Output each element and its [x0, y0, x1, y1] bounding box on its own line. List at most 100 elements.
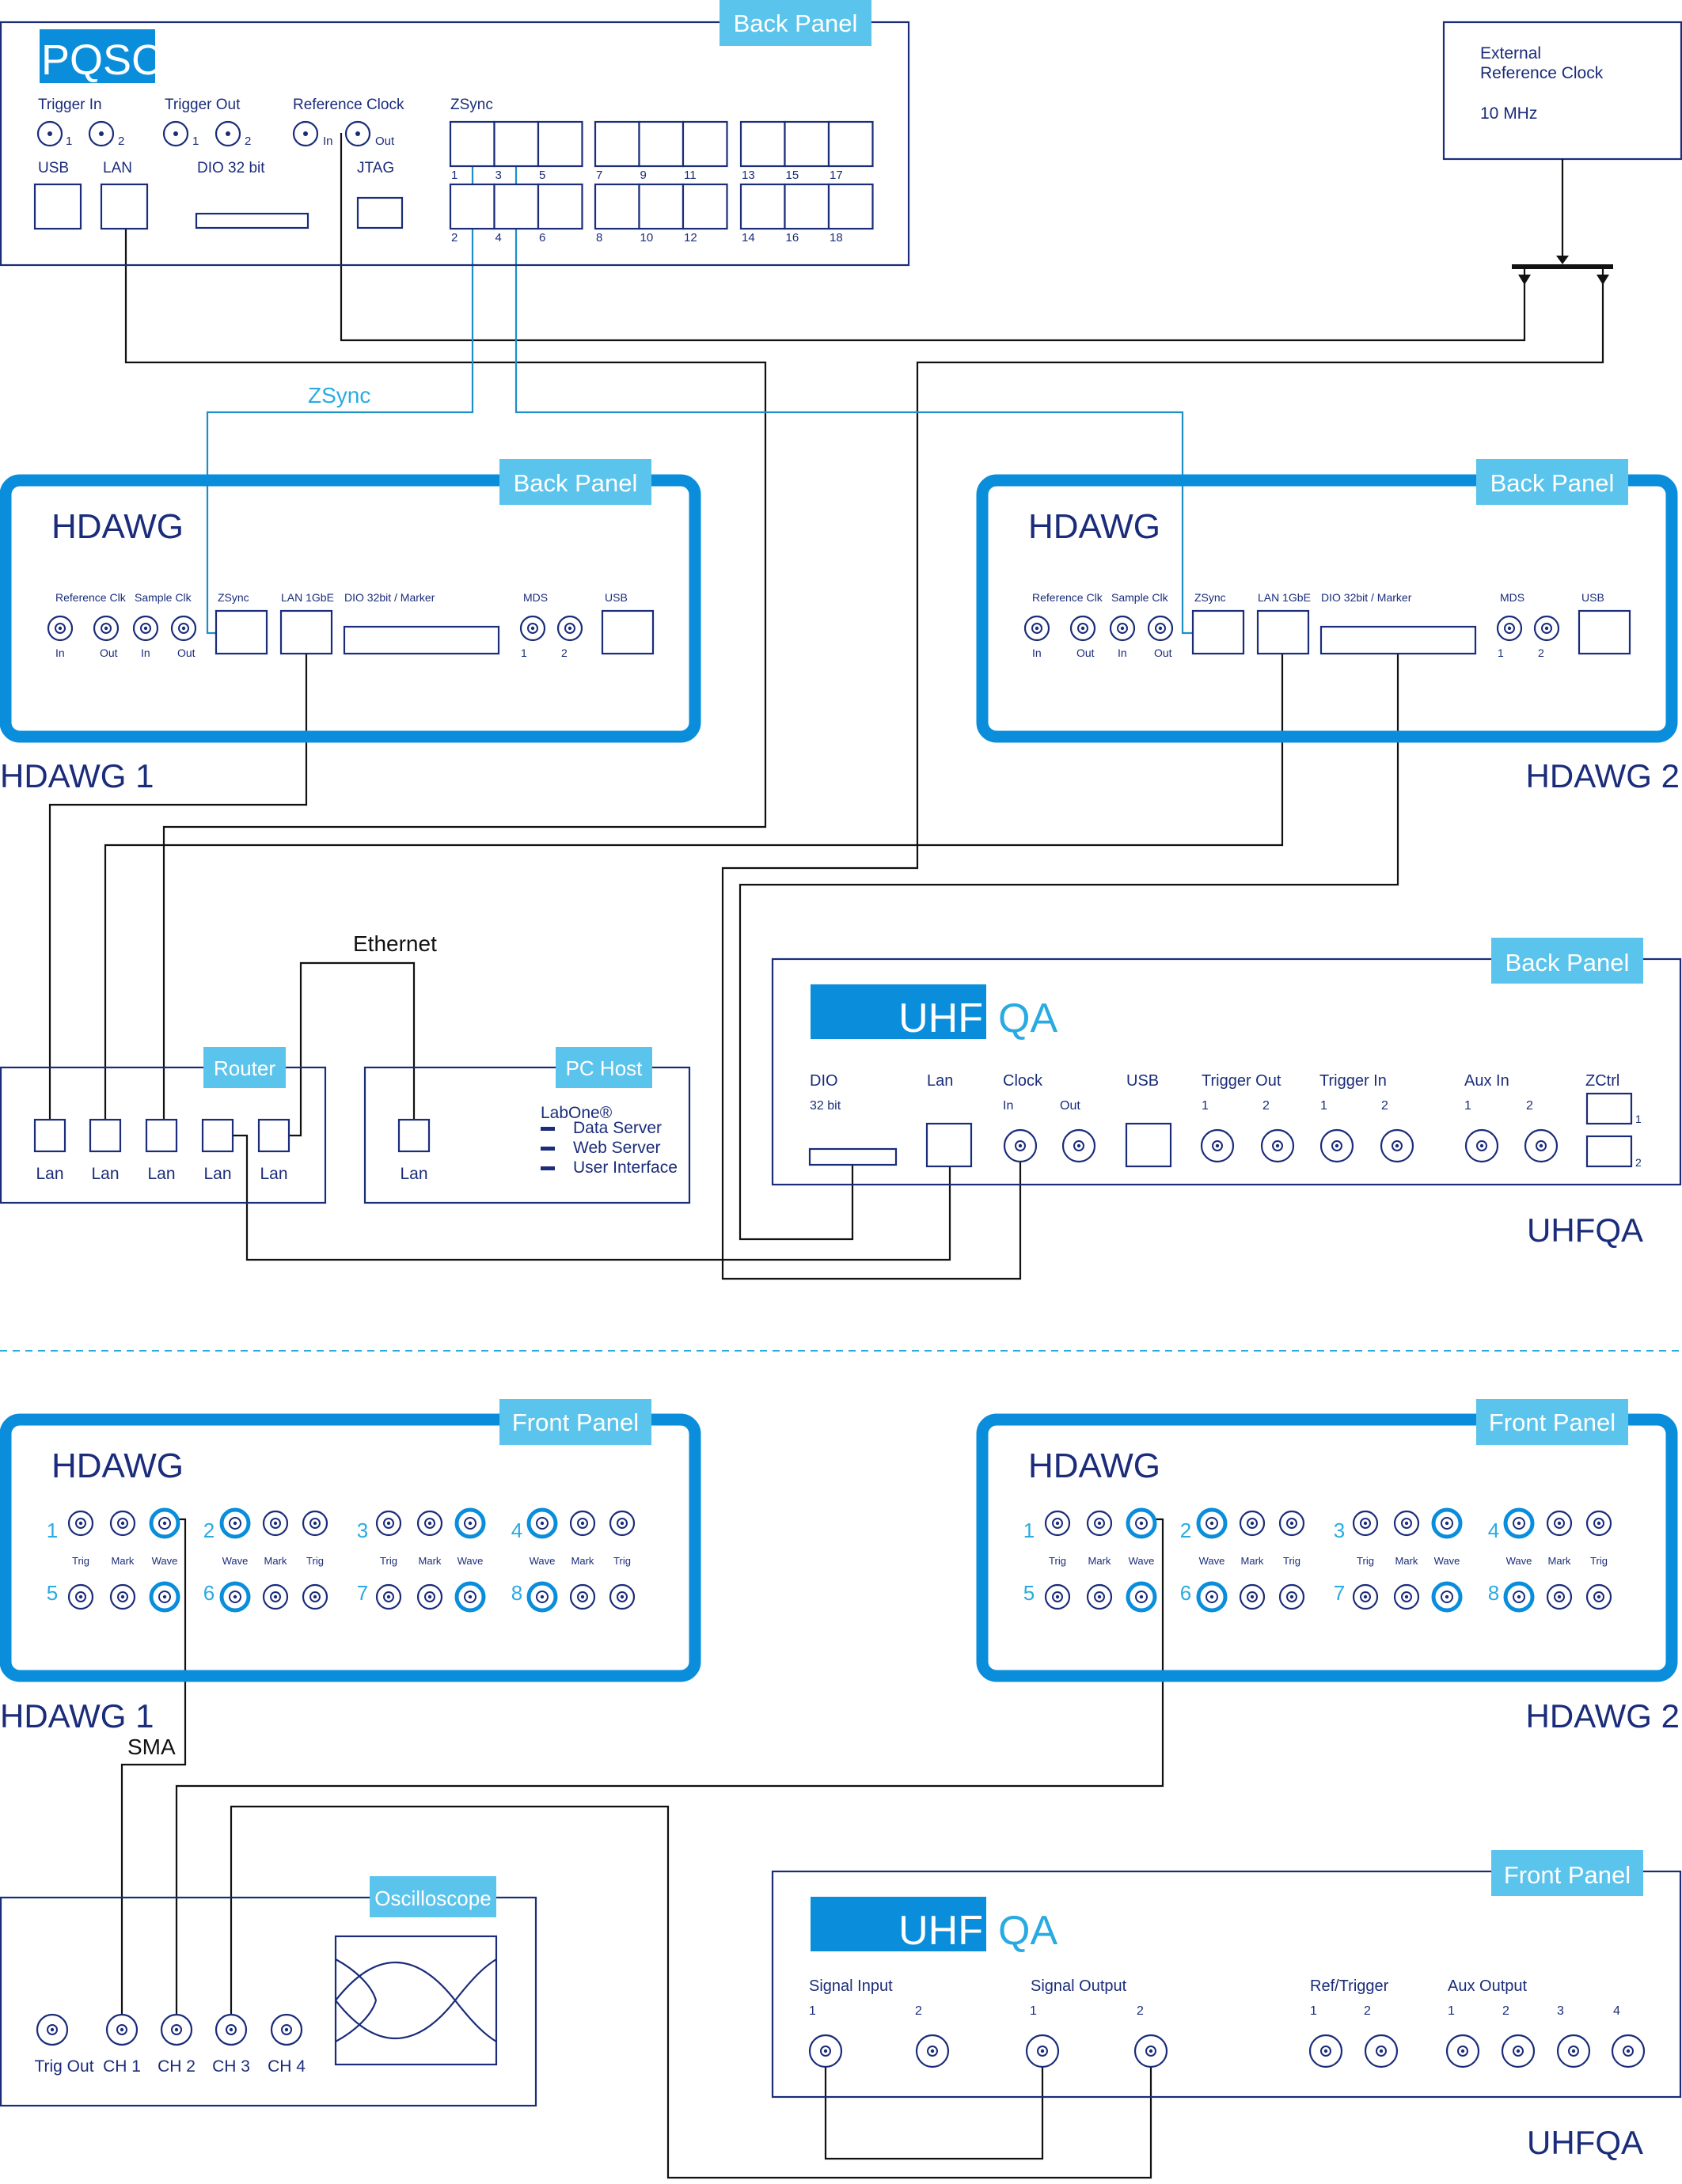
cable-pqsc-lan-router — [124, 214, 767, 1136]
pqsc-zsync-num: 7 — [596, 169, 602, 182]
hdawg-front-bottom-0-core — [75, 1591, 86, 1602]
pqsc-logo — [40, 29, 155, 83]
pqsc-zsync-port-7[interactable] — [594, 120, 640, 168]
pqsc-usb-port[interactable] — [33, 183, 82, 230]
router-lan-label: Lan — [36, 1165, 63, 1183]
pc-software-item: Data Server — [573, 1119, 662, 1137]
hdawg-mds-1-pin — [1507, 626, 1512, 631]
pqsc-zsync-port-15[interactable] — [784, 120, 830, 168]
router-lan-port-2[interactable] — [89, 1118, 122, 1153]
hdawg-dio-port[interactable] — [1319, 625, 1477, 655]
uhfqa-front-bnc-9-core — [1623, 2046, 1634, 2057]
uhfqa-lan-label: Lan — [927, 1072, 953, 1090]
pqsc-zsync-port-11[interactable] — [682, 120, 728, 168]
hdawg-front-sub-label: Wave — [1129, 1555, 1155, 1567]
hdawg-front-top-1-core — [117, 1518, 128, 1529]
uhfqa-usb-port[interactable] — [1125, 1122, 1172, 1168]
uhfqa-zctrl-label: ZCtrl — [1585, 1072, 1619, 1090]
hdawg-lan-port[interactable] — [279, 609, 333, 655]
ext-clock-subtitle: Reference Clock — [1480, 64, 1604, 82]
pqsc-zsync-port-5[interactable] — [537, 120, 583, 168]
hdawg-front-bottom-1-pin — [1097, 1594, 1102, 1599]
hdawg-channel-num: 6 — [1180, 1581, 1191, 1605]
uhfqa-tab-label: Front Panel — [1504, 1861, 1631, 1889]
pqsc-zsync-port-2[interactable] — [449, 183, 495, 230]
hdawg-front-top-8-core — [1441, 1517, 1453, 1530]
pqsc-dio-port[interactable] — [195, 212, 309, 229]
hdawg-zsync-port[interactable] — [1191, 609, 1245, 655]
hdawg-usb-port[interactable] — [601, 609, 655, 655]
clk-io-label: In — [141, 646, 150, 659]
router-lan-port-5[interactable] — [257, 1118, 290, 1153]
uhfqa-back-bnc-4-core — [1476, 1140, 1487, 1151]
uhfqa-front-bnc-2-pin — [1040, 2049, 1045, 2053]
oscilloscope-port-3-pin — [229, 2027, 234, 2032]
pqsc-zsync-port-8[interactable] — [594, 183, 640, 230]
hdawg-dio-port[interactable] — [343, 625, 500, 655]
hdawg-front-bottom-7-core — [424, 1591, 435, 1602]
hdawg-mds-2-core — [1541, 623, 1552, 634]
hdawg-channel-num: 2 — [1180, 1519, 1191, 1542]
uhfqa-lan-port[interactable] — [925, 1122, 973, 1168]
pqsc-jtag-port[interactable] — [356, 196, 404, 229]
hdawg-front-sub-label: Wave — [1434, 1555, 1460, 1567]
pqsc-zsync-port-12[interactable] — [682, 183, 728, 230]
pqsc-zsync-port-3[interactable] — [493, 120, 540, 168]
pqsc-zsync-port-14[interactable] — [739, 183, 786, 230]
pqsc-zsync-port-17[interactable] — [827, 120, 874, 168]
uhfqa-zctrl-1[interactable] — [1585, 1092, 1633, 1125]
hdawg-front-bottom-9-pin — [1517, 1594, 1521, 1599]
pqsc-zsync-port-4[interactable] — [493, 183, 540, 230]
pqsc-zsync-port-13[interactable] — [739, 120, 786, 168]
hdawg-back-clk-1-pin — [104, 626, 108, 631]
router-lan-port-3[interactable] — [145, 1118, 178, 1153]
usb-label: USB — [605, 591, 628, 604]
uhfqa-caption: UHFQA — [1527, 2124, 1643, 2161]
pqsc-zsync-port-6[interactable] — [537, 183, 583, 230]
oscilloscope-tab-label: Oscilloscope — [374, 1886, 491, 1910]
bullet — [541, 1147, 555, 1151]
hdawg-lan-port[interactable] — [1256, 609, 1310, 655]
hdawg-usb-port[interactable] — [1578, 609, 1631, 655]
pqsc-zsync-port-10[interactable] — [638, 183, 685, 230]
pqsc-zsync-port-9[interactable] — [638, 120, 685, 168]
uhfqa-tab — [1491, 938, 1643, 984]
router-lan-port-1[interactable] — [33, 1118, 66, 1153]
hdawg-front-sub-label: Trig — [1049, 1555, 1066, 1567]
pqsc-zsync-num: 17 — [830, 169, 843, 182]
uhfqa-front-num: 2 — [915, 2004, 922, 2018]
mds-label: MDS — [1500, 591, 1524, 604]
clk-io-label: In — [55, 646, 65, 659]
hdawg-front-top-10-core — [577, 1518, 588, 1529]
router-lan-label: Lan — [203, 1165, 231, 1183]
uhfqa-front-bnc-5-core — [1376, 2046, 1387, 2057]
router-lan-label: Lan — [147, 1165, 175, 1183]
pqsc-tab-label: Back Panel — [734, 9, 858, 37]
ext-clock-arrow — [1556, 256, 1569, 264]
pqsc-lan-port[interactable] — [100, 183, 149, 230]
hdawg-zsync-port[interactable] — [215, 609, 268, 655]
hdawg-front-top-7-pin — [1404, 1521, 1409, 1526]
uhfqa-dio-port[interactable] — [808, 1147, 898, 1166]
mds-num: 2 — [1538, 646, 1544, 659]
pqsc-zsync-port-18[interactable] — [827, 183, 874, 230]
pc-lan-port[interactable] — [397, 1118, 431, 1153]
oscilloscope-port-label: Trig Out — [34, 2057, 93, 2076]
hdawg-front-top-2-core — [158, 1517, 171, 1530]
oscilloscope-port-0-core — [47, 2024, 58, 2035]
uhfqa-front-num: 1 — [1448, 2004, 1455, 2018]
clk-io-label: Out — [100, 646, 118, 659]
hdawg-front-top-10-pin — [1557, 1521, 1562, 1526]
uhfqa-front-bnc-3-pin — [1149, 2049, 1153, 2053]
pqsc-zsync-port-1[interactable] — [449, 120, 495, 168]
router-lan-port-4[interactable] — [201, 1118, 234, 1153]
uhfqa-front-num: 2 — [1137, 2004, 1144, 2018]
uhfqa-zctrl-2[interactable] — [1585, 1135, 1633, 1168]
pqsc-zsync-num: 18 — [830, 231, 843, 245]
hdawg-front-sub-label: Mark — [1241, 1555, 1264, 1567]
pqsc-zsync-port-16[interactable] — [784, 183, 830, 230]
oscilloscope-port-4-core — [281, 2024, 292, 2035]
